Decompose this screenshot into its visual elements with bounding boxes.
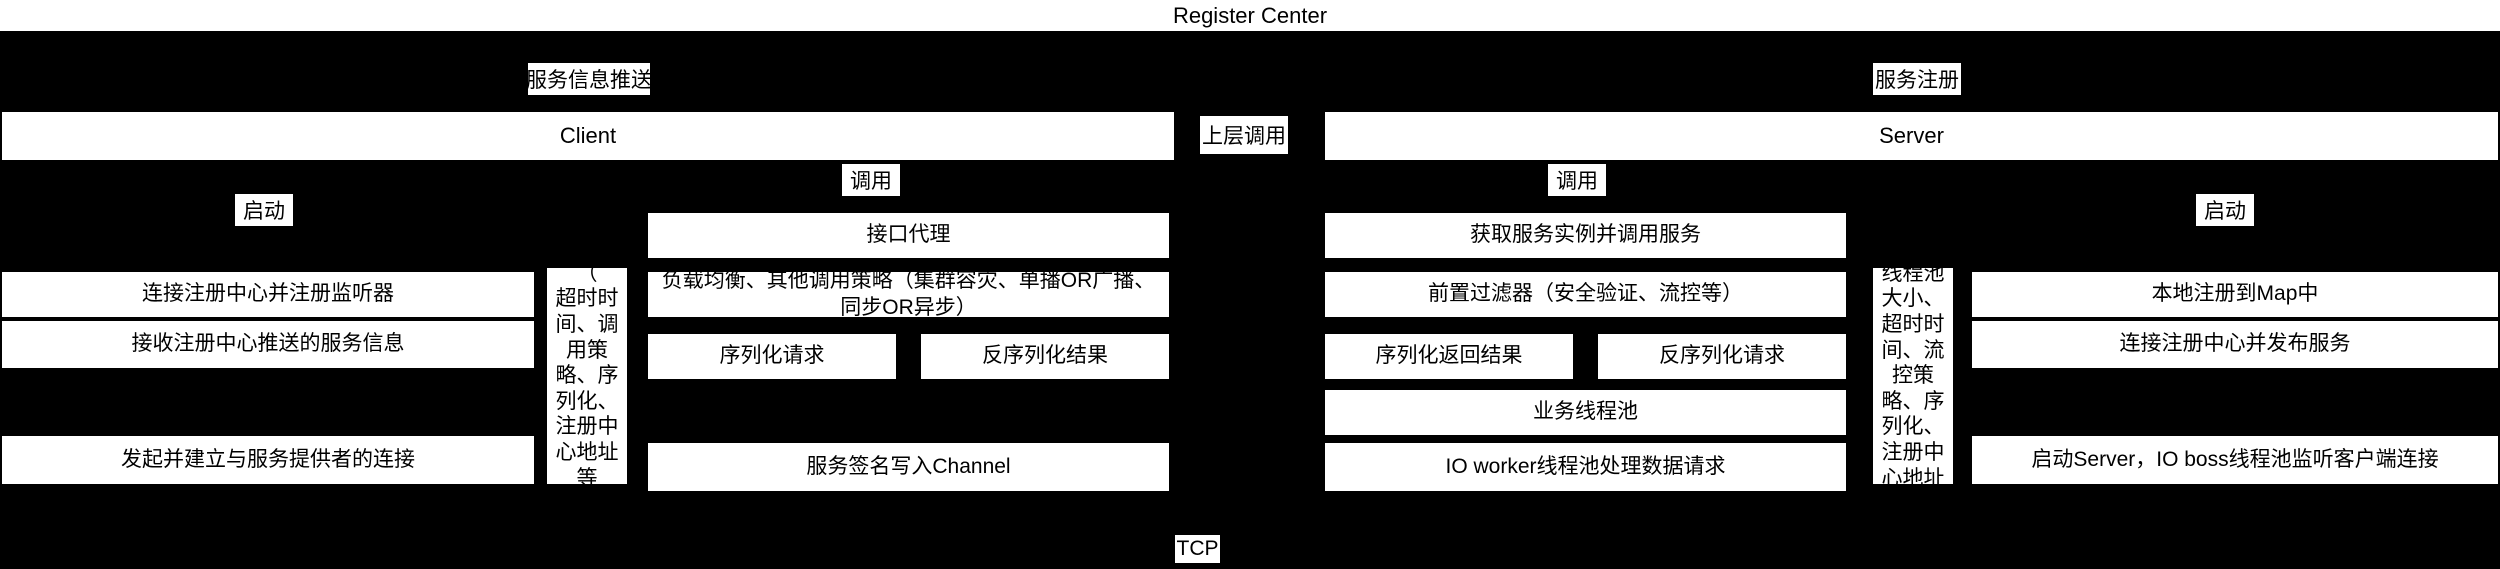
client-label: Client: [559, 123, 617, 149]
client-config-label: 配置 （ 超时时间、调用策略、序列化、注册中心地址等 ）: [555, 236, 619, 516]
edge-label-server-invoke[interactable]: 调用: [1548, 164, 1606, 196]
edge-label-upper-call-text: 上层调用: [1202, 125, 1286, 148]
client-detail-load-balance[interactable]: 负载均衡、其他调用策略（集群容灾、单播OR广播、同步OR异步）: [648, 269, 1169, 319]
edge-label-service-register[interactable]: 服务注册: [1873, 63, 1961, 95]
client-detail-1-label: 序列化请求: [719, 344, 825, 368]
edge-label-service-info-push-text: 服务信息推送: [526, 69, 652, 92]
server-row-register-to-map[interactable]: 本地注册到Map中: [1972, 272, 2498, 317]
server-detail-serialize-result[interactable]: 序列化返回结果: [1325, 334, 1573, 379]
register-center-label: Register Center: [1172, 2, 1328, 28]
client-row-1-label: 接收注册中心推送的服务信息: [131, 332, 405, 356]
client-row-0-label: 连接注册中心并注册监听器: [142, 282, 394, 306]
edge-label-service-register-text: 服务注册: [1875, 69, 1959, 92]
register-center-box[interactable]: Register Center: [0, 0, 2500, 31]
server-detail-4-label: IO worker线程池处理数据请求: [1445, 454, 1726, 478]
edge-label-service-info-push[interactable]: 服务信息推送: [526, 63, 652, 95]
server-config-label: 配置 （ 线程池大小、超时时间、流控策略、序列化、注册中心地址等 ）: [1881, 210, 1945, 541]
server-label: Server: [1879, 123, 1944, 149]
server-detail-0-label: 前置过滤器（安全验证、流控等）: [1428, 282, 1743, 306]
client-detail-serialize-request[interactable]: 序列化请求: [648, 334, 896, 379]
server-detail-pre-filter[interactable]: 前置过滤器（安全验证、流控等）: [1325, 272, 1846, 317]
edge-label-upper-call[interactable]: 上层调用: [1200, 116, 1288, 154]
get-service-instance-label: 获取服务实例并调用服务: [1470, 223, 1701, 247]
server-config-box[interactable]: 配置 （ 线程池大小、超时时间、流控策略、序列化、注册中心地址等 ）: [1873, 211, 1953, 541]
edge-label-client-invoke-text: 调用: [850, 170, 892, 193]
get-service-instance-box[interactable]: 获取服务实例并调用服务: [1325, 213, 1846, 258]
client-detail-0-label: 负载均衡、其他调用策略（集群容灾、单播OR广播、同步OR异步）: [661, 269, 1156, 319]
edge-label-client-start-text: 启动: [243, 200, 285, 223]
edge-label-tcp[interactable]: TCP: [1175, 535, 1220, 563]
server-detail-1-label: 序列化返回结果: [1375, 344, 1523, 368]
edge-label-server-start-text: 启动: [2204, 200, 2246, 223]
server-row-0-label: 本地注册到Map中: [2151, 282, 2319, 306]
client-row-connect-register-center[interactable]: 连接注册中心并注册监听器: [2, 272, 534, 317]
edge-label-server-start[interactable]: 启动: [2196, 194, 2254, 226]
server-row-1-label: 连接注册中心并发布服务: [2119, 332, 2351, 356]
server-row-start-server[interactable]: 启动Server，IO boss线程池监听客户端连接: [1972, 436, 2498, 484]
client-detail-deserialize-result[interactable]: 反序列化结果: [921, 334, 1169, 379]
client-row-receive-service-info[interactable]: 接收注册中心推送的服务信息: [2, 321, 534, 368]
client-config-box[interactable]: 配置 （ 超时时间、调用策略、序列化、注册中心地址等 ）: [547, 236, 627, 515]
client-detail-3-label: 服务签名写入Channel: [806, 454, 1011, 478]
server-detail-2-label: 反序列化请求: [1659, 344, 1785, 368]
interface-proxy-box[interactable]: 接口代理: [648, 213, 1169, 258]
interface-proxy-label: 接口代理: [866, 223, 951, 247]
client-row-2-label: 发起并建立与服务提供者的连接: [121, 447, 415, 471]
client-row-establish-connection[interactable]: 发起并建立与服务提供者的连接: [2, 436, 534, 484]
server-detail-3-label: 业务线程池: [1533, 400, 1638, 424]
client-box[interactable]: Client: [2, 112, 1174, 160]
edge-label-client-invoke[interactable]: 调用: [842, 164, 900, 196]
client-detail-write-channel[interactable]: 服务签名写入Channel: [648, 443, 1169, 491]
server-row-2-label: 启动Server，IO boss线程池监听客户端连接: [2031, 447, 2439, 471]
client-detail-2-label: 反序列化结果: [982, 344, 1108, 368]
server-detail-deserialize-request[interactable]: 反序列化请求: [1598, 334, 1846, 379]
edge-label-tcp-text: TCP: [1176, 537, 1219, 560]
server-detail-io-worker[interactable]: IO worker线程池处理数据请求: [1325, 443, 1846, 491]
server-row-connect-and-publish[interactable]: 连接注册中心并发布服务: [1972, 321, 2498, 368]
edge-label-server-invoke-text: 调用: [1556, 170, 1598, 193]
server-box[interactable]: Server: [1325, 112, 2498, 160]
edge-label-client-start[interactable]: 启动: [235, 194, 293, 226]
server-detail-business-thread-pool[interactable]: 业务线程池: [1325, 390, 1846, 435]
